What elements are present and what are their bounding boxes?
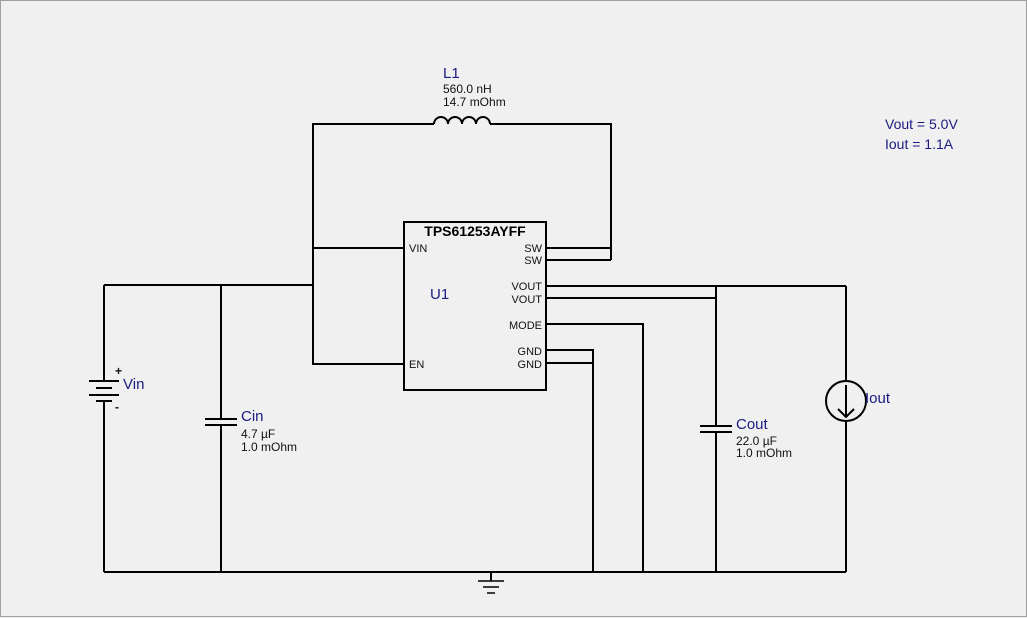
ic-ref: U1 <box>430 286 449 303</box>
vin-minus-sign: - <box>115 400 119 414</box>
capacitor-cout[interactable] <box>700 425 732 433</box>
cin-esr: 1.0 mOhm <box>241 440 297 454</box>
pin-vout-1: VOUT <box>511 281 542 293</box>
inductor-l1-wires <box>312 123 612 261</box>
pin-sw-2: SW <box>524 255 542 267</box>
pin-vout-2: VOUT <box>511 294 542 306</box>
pin-gnd-1: GND <box>518 346 543 358</box>
capacitor-cin[interactable] <box>205 418 237 426</box>
cout-esr: 1.0 mOhm <box>736 446 792 460</box>
ground-bus <box>104 571 846 581</box>
vin-plus-sign: + <box>115 364 122 378</box>
ic-u1[interactable] <box>403 221 547 391</box>
pin-gnd-2: GND <box>518 359 543 371</box>
cout-ref: Cout <box>736 416 769 433</box>
pin-mode: MODE <box>509 320 542 332</box>
note-iout: Iout = 1.1A <box>885 136 954 152</box>
pin-sw-1: SW <box>524 243 542 255</box>
pin-en: EN <box>409 359 424 371</box>
l1-value: 560.0 nH <box>443 82 492 96</box>
note-vout: Vout = 5.0V <box>885 116 958 132</box>
vin-ref: Vin <box>123 376 144 393</box>
mode-gnd-wires <box>546 323 644 572</box>
l1-esr: 14.7 mOhm <box>443 95 506 109</box>
battery-vin[interactable] <box>89 380 119 402</box>
iout-ref: Iout <box>865 390 891 407</box>
input-rail-wires <box>103 247 404 572</box>
cout-value: 22.0 µF <box>736 434 777 448</box>
ic-part-number: TPS61253AYFF <box>424 223 526 239</box>
ground-symbol-icon <box>478 580 504 594</box>
inductor-l1[interactable] <box>433 116 491 125</box>
cin-value: 4.7 µF <box>241 427 275 441</box>
output-rail-wires <box>546 285 847 572</box>
current-source-iout[interactable] <box>825 380 867 422</box>
cin-ref: Cin <box>241 408 264 425</box>
l1-ref: L1 <box>443 65 460 82</box>
pin-vin: VIN <box>409 243 427 255</box>
